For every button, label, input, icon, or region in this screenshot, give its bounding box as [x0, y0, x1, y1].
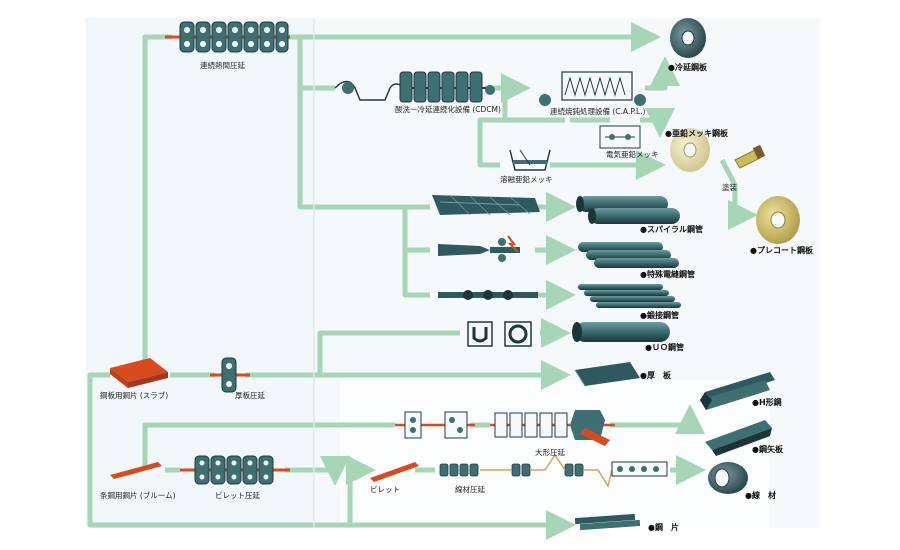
capl-line [539, 71, 646, 106]
thick-plate-shape [574, 362, 640, 387]
galvanized-label: ●亜鉛メッキ鋼板 [665, 128, 729, 138]
bloom-bar [110, 462, 162, 479]
forged-pipes [578, 284, 681, 308]
slab-label: 鋼板用鋼片 (スラブ) [100, 390, 168, 400]
wire-rod-coil [708, 462, 748, 494]
coating-label: 塗装 [722, 182, 737, 192]
billet-bar [370, 462, 419, 482]
erw-pipe-label: ●特殊電縫鋼管 [640, 269, 695, 279]
left-page [86, 18, 314, 528]
precoat-coil [756, 196, 800, 244]
large-section-rolling-label: 大形圧延 [535, 447, 565, 457]
spiral-pipe-label: ●スパイラル鋼管 [640, 224, 703, 234]
hot-dip-galv-label: 溶融亜鉛メッキ [500, 174, 553, 184]
cdcm-label: 酸洗ー冷延連続化設備 (CDCM) [395, 104, 501, 114]
forged-weld-line [438, 290, 538, 300]
flow-lines [87, 22, 758, 540]
electro-galv-label: 電気亜鉛メッキ [606, 149, 659, 159]
slab-block [110, 358, 168, 388]
erw-pipes [578, 242, 679, 268]
cold-rolled-label: ●冷延鋼板 [668, 62, 708, 72]
billet-label: ビレット [370, 485, 400, 494]
thick-plate-label: ●厚 板 [640, 370, 672, 380]
wire-mill [439, 453, 668, 488]
galvanized-coil [670, 128, 710, 172]
bloom-label: 条鋼用鋼片 (ブルーム) [100, 490, 176, 500]
spiral-pipes [576, 196, 680, 224]
wire-rod-label: ●線 材 [745, 490, 776, 500]
precoat-label: ●プレコート鋼板 [750, 245, 814, 255]
cdcm-line [334, 71, 495, 103]
continuous-hot-rolling-label: 連続熱間圧延 [200, 60, 245, 70]
uo-pipes [572, 322, 670, 342]
electro-galv-unit [599, 125, 641, 149]
billet-product-bars [574, 513, 641, 531]
uo-press-u [467, 321, 493, 347]
billet-product-label: ●鋼 片 [648, 522, 679, 532]
erw-forming [438, 235, 520, 262]
capl-label: 連続焼鈍処理設備 (C.A.P.L.) [550, 106, 646, 116]
large-section-mill [395, 410, 615, 446]
sheet-pile-product [705, 420, 772, 456]
hot-rolling-mill [165, 21, 290, 53]
hot-dip-bath [509, 149, 551, 171]
coating-brush-icon [734, 144, 766, 169]
billet-mill [180, 455, 290, 485]
h-beam-label: ●H形鋼 [752, 397, 782, 407]
wire-rolling-label: 線材圧延 [455, 484, 485, 494]
cold-rolled-coil [670, 18, 706, 58]
h-beam-product [700, 372, 775, 410]
sheet-pile-label: ●鋼矢板 [752, 444, 784, 454]
spiral-forming [432, 194, 540, 216]
uo-pipe-label: ●ＵＯ鋼管 [645, 342, 684, 352]
forged-pipe-label: ●鍛接鋼管 [640, 310, 679, 320]
billet-rolling-label: ビレット圧延 [215, 490, 260, 500]
uo-press-o [504, 321, 532, 347]
plate-mill [210, 357, 250, 393]
plate-rolling-label: 厚板圧延 [235, 390, 265, 400]
